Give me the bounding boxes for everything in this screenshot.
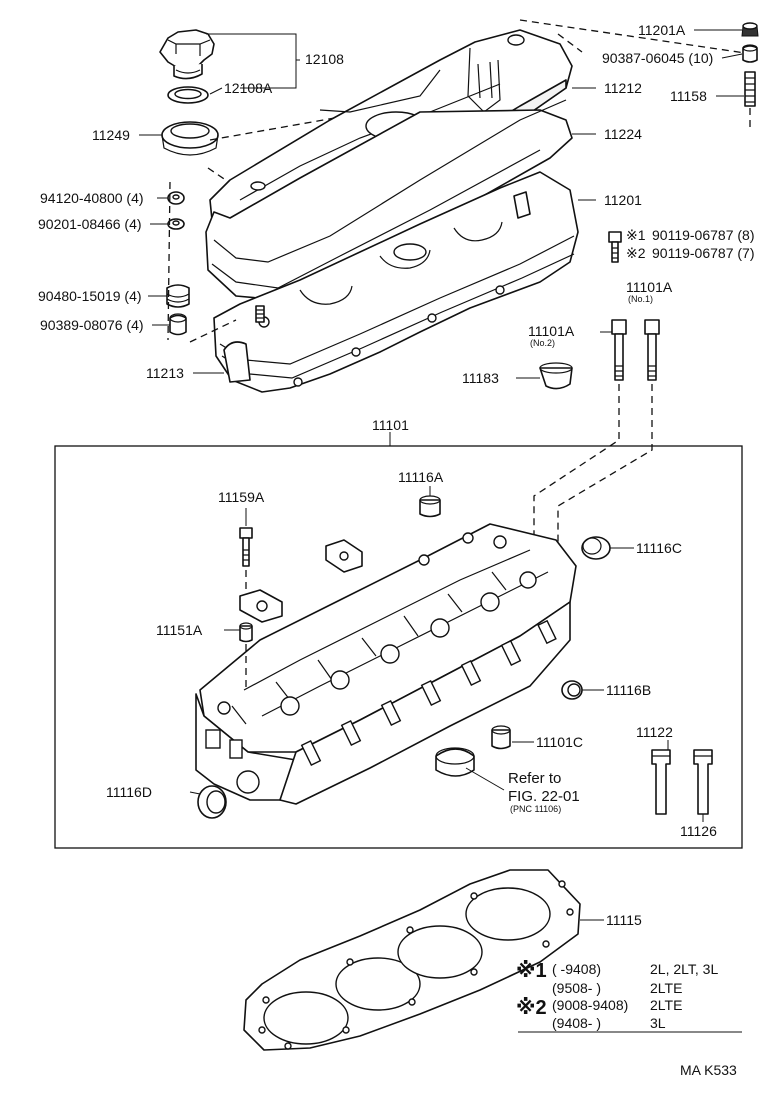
plug-11116A — [419, 495, 441, 518]
label-90389: 90389-08076 (4) — [40, 317, 144, 333]
legend-row2-models: 2LTE — [650, 980, 682, 996]
legend-row4-range: (9408- ) — [552, 1015, 601, 1031]
legend-row1-models: 2L, 2LT, 3L — [650, 961, 718, 977]
label-11101: 11101 — [372, 417, 409, 433]
label-90387: 90387-06045 (10) — [602, 50, 713, 66]
label-12108A: 12108A — [224, 80, 273, 96]
legend-row3-models: 2LTE — [650, 997, 682, 1013]
plug-11116B — [561, 680, 583, 700]
label-12108: 12108 — [305, 51, 344, 67]
mark-1-small: ※1 — [626, 227, 646, 243]
label-90201: 90201-08466 (4) — [38, 216, 142, 232]
label-11159A: 11159A — [218, 489, 265, 505]
label-11101A-no1: 11101A — [626, 279, 673, 295]
oil-filler-cap — [159, 29, 215, 80]
head-bolt-11101A-no2 — [611, 319, 627, 381]
stud-bolt — [255, 305, 265, 323]
diagram-code: MA K533 — [680, 1062, 737, 1078]
legend-mark-2: ※2 — [516, 997, 547, 1019]
cover-gasket-11224 — [205, 99, 573, 301]
semi-circular-plug-11183 — [539, 362, 573, 390]
mark-2-small: ※2 — [626, 245, 646, 261]
head-assembly-frame — [54, 445, 743, 849]
refer-line-1: Refer to — [508, 770, 561, 787]
label-11212: 11212 — [604, 80, 642, 96]
label-11116D: 11116D — [106, 784, 152, 800]
bolt-11159A — [239, 527, 253, 567]
oil-seal-11249 — [161, 121, 219, 156]
label-90480: 90480-15019 (4) — [38, 288, 142, 304]
label-11151A: 11151A — [156, 622, 203, 638]
dowel-11151A — [239, 622, 253, 643]
valve-guide-11122 — [651, 749, 671, 815]
label-11213: 11213 — [146, 365, 184, 381]
cover-plate — [435, 747, 475, 777]
label-11101C: 11101C — [536, 734, 583, 750]
refer-line-2: FIG. 22-01 — [508, 788, 580, 805]
refer-line-3: (PNC 11106) — [510, 804, 561, 814]
washer-90201 — [167, 218, 185, 230]
label-11183: 11183 — [462, 370, 499, 386]
label-94120: 94120-40800 (4) — [40, 190, 144, 206]
label-90119-1: 90119-06787 (8) — [652, 227, 754, 243]
cam-bearing-cap — [325, 539, 363, 573]
label-11101A-no2-note: (No.2) — [530, 338, 555, 348]
label-11116C: 11116C — [636, 540, 682, 556]
legend-row1-range: ( -9408) — [552, 961, 601, 977]
label-11201: 11201 — [604, 192, 642, 208]
label-11158: 11158 — [670, 88, 707, 104]
label-11116A: 11116A — [398, 469, 444, 485]
label-11115: 11115 — [606, 912, 642, 928]
bolt-90119 — [608, 231, 622, 263]
label-11201A: 11201A — [638, 22, 686, 38]
cylinder-head-gasket-11115 — [243, 869, 581, 1051]
cam-bearing-cap-2 — [239, 589, 283, 623]
label-11224: 11224 — [604, 126, 642, 142]
legend-mark-1: ※1 — [516, 960, 547, 982]
grommet-90387 — [742, 44, 758, 63]
label-11116B: 11116B — [606, 682, 651, 698]
legend: ※1 ( -9408) 2L, 2LT, 3L (9508- ) 2LTE ※2… — [516, 960, 718, 1031]
plug-11116C — [581, 536, 611, 560]
stud-11158 — [744, 71, 756, 107]
grommet-90480 — [166, 284, 190, 308]
head-bolt-11101A-no1 — [644, 319, 660, 381]
label-90119-2: 90119-06787 (7) — [652, 245, 754, 261]
label-11126: 11126 — [680, 823, 717, 839]
bushing-90389 — [169, 313, 187, 336]
plug-11116D — [197, 785, 227, 819]
valve-guide-11126 — [693, 749, 713, 815]
cylinder-head-cover-11201 — [213, 171, 579, 393]
cylinder-head-11101 — [195, 523, 577, 805]
cap-gasket — [167, 86, 209, 104]
label-11101A-no1-note: (No.1) — [628, 294, 653, 304]
label-11249: 11249 — [92, 127, 130, 143]
leader-lines — [139, 29, 744, 1033]
label-11101A-no2: 11101A — [528, 323, 575, 339]
legend-row3-range: (9008-9408) — [552, 997, 628, 1013]
washer-94120 — [167, 191, 185, 205]
nut-11201A — [741, 22, 759, 37]
dowel-11101C — [491, 725, 511, 750]
legend-row4-models: 3L — [650, 1015, 666, 1031]
legend-row2-range: (9508- ) — [552, 980, 601, 996]
label-11122: 11122 — [636, 724, 673, 740]
